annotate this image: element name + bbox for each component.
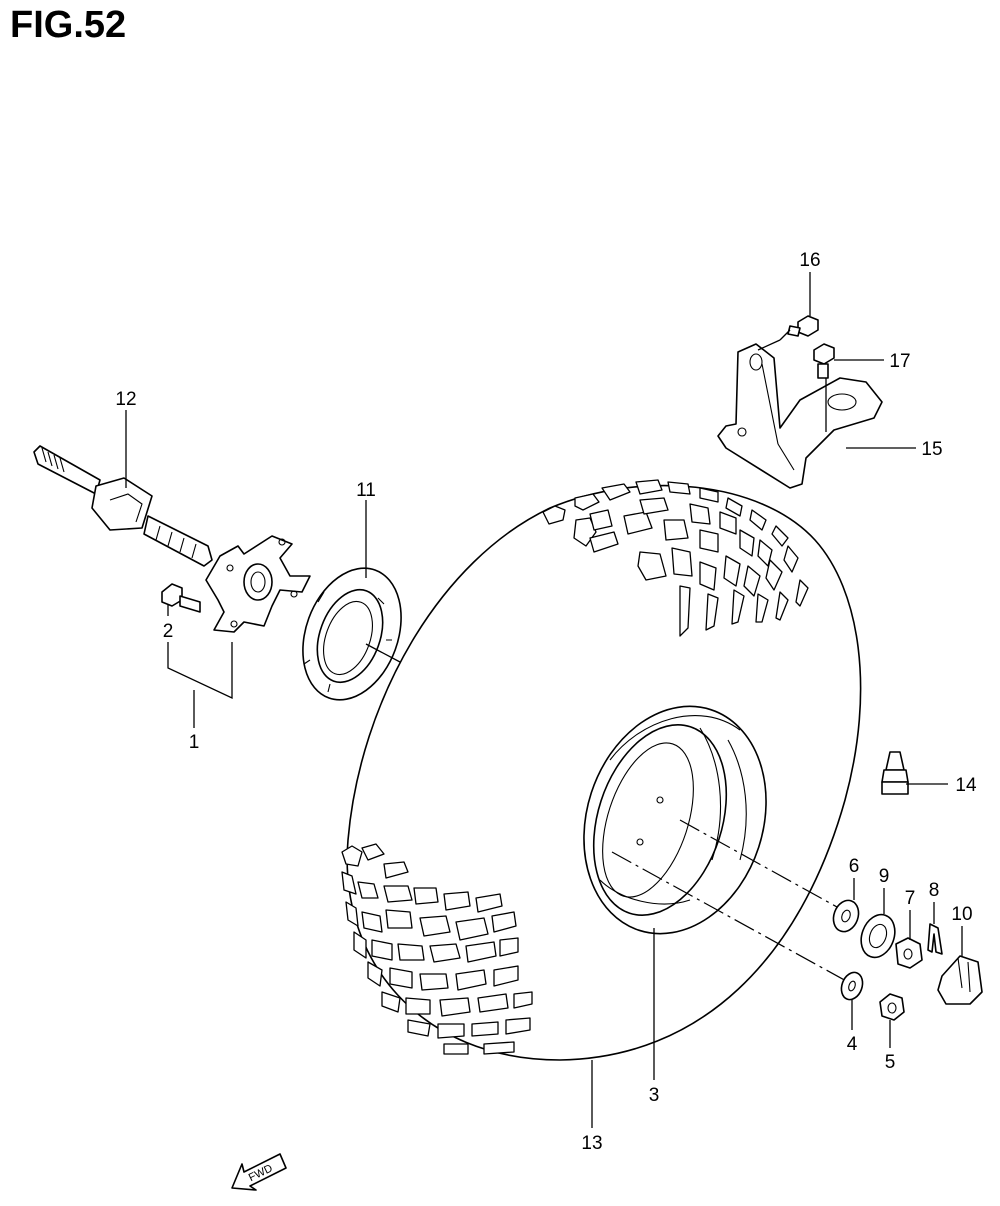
- callout-11: 11: [356, 480, 376, 501]
- callout-14: 14: [955, 775, 977, 796]
- callout-13: 13: [581, 1133, 602, 1154]
- hub-cap-10: [937, 955, 983, 1005]
- drive-shaft: [33, 445, 213, 567]
- callout-15: 15: [921, 439, 942, 460]
- callout-1: 1: [189, 732, 200, 753]
- callout-8: 8: [929, 880, 940, 901]
- callout-9: 9: [879, 866, 890, 887]
- callout-17: 17: [889, 351, 910, 372]
- bolt-17: [813, 343, 835, 379]
- wheel-rim: [583, 705, 767, 935]
- callout-10: 10: [951, 904, 972, 925]
- figure-title: FIG.52: [10, 4, 127, 46]
- castle-nut-7: [895, 937, 923, 969]
- callout-4: 4: [847, 1034, 858, 1055]
- tire: [341, 479, 862, 1061]
- mounting-bracket: [717, 343, 883, 489]
- callout-3: 3: [649, 1085, 660, 1106]
- hub-bolt: [161, 583, 201, 613]
- callout-labels: 12 2 1 11 16 17 15 14 6 9 7 8 10 4 5 3 1…: [115, 250, 977, 1154]
- bearing-9: [860, 913, 896, 959]
- brake-disc: [302, 567, 402, 701]
- callout-5: 5: [885, 1052, 896, 1073]
- nut-5: [879, 993, 905, 1021]
- callout-6: 6: [849, 856, 860, 877]
- washer-6: [832, 899, 860, 933]
- callout-16: 16: [799, 250, 820, 271]
- washer-4: [840, 971, 864, 1001]
- callout-7: 7: [905, 888, 916, 909]
- axis-line-lower: [611, 851, 849, 983]
- wheel-hub: [205, 535, 311, 633]
- bolt-16: [787, 315, 819, 337]
- tire-valve: [881, 751, 909, 795]
- callout-12: 12: [115, 389, 136, 410]
- leader-lines: [125, 272, 963, 1128]
- axis-line-upper: [679, 819, 847, 913]
- tread-lugs-bottom: [341, 843, 533, 1055]
- fwd-arrow-icon: FWD: [231, 1153, 287, 1191]
- tread-lugs-top: [542, 479, 809, 637]
- cotter-pin-8: [927, 923, 943, 955]
- callout-2: 2: [163, 621, 174, 642]
